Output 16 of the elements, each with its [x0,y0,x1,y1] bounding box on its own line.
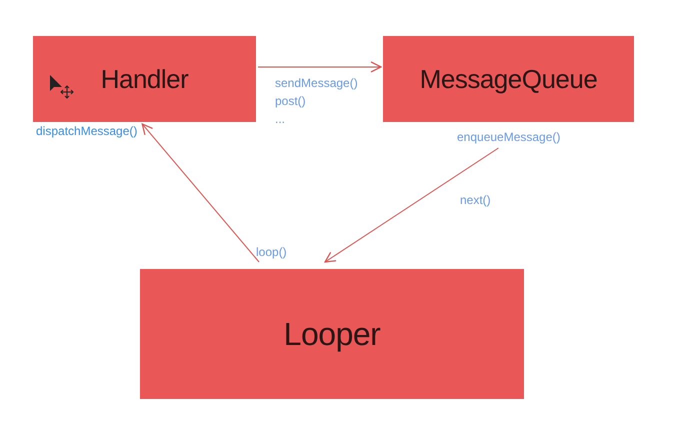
method-label: post() [275,94,306,108]
process-box [140,269,524,399]
method-label: next() [460,193,491,207]
method-label: enqueueMessage() [457,130,560,144]
arrow [258,61,382,73]
process-box [383,36,634,122]
method-label: ... [275,112,286,126]
process-box [33,36,256,122]
method-label: dispatchMessage() [36,124,138,138]
arrow [324,148,499,263]
node-label: Looper [284,316,380,352]
method-label: loop() [256,245,287,259]
node-label: MessageQueue [420,64,598,94]
arrow [142,123,260,262]
method-label: sendMessage() [275,76,358,90]
node-label: Handler [100,64,188,94]
